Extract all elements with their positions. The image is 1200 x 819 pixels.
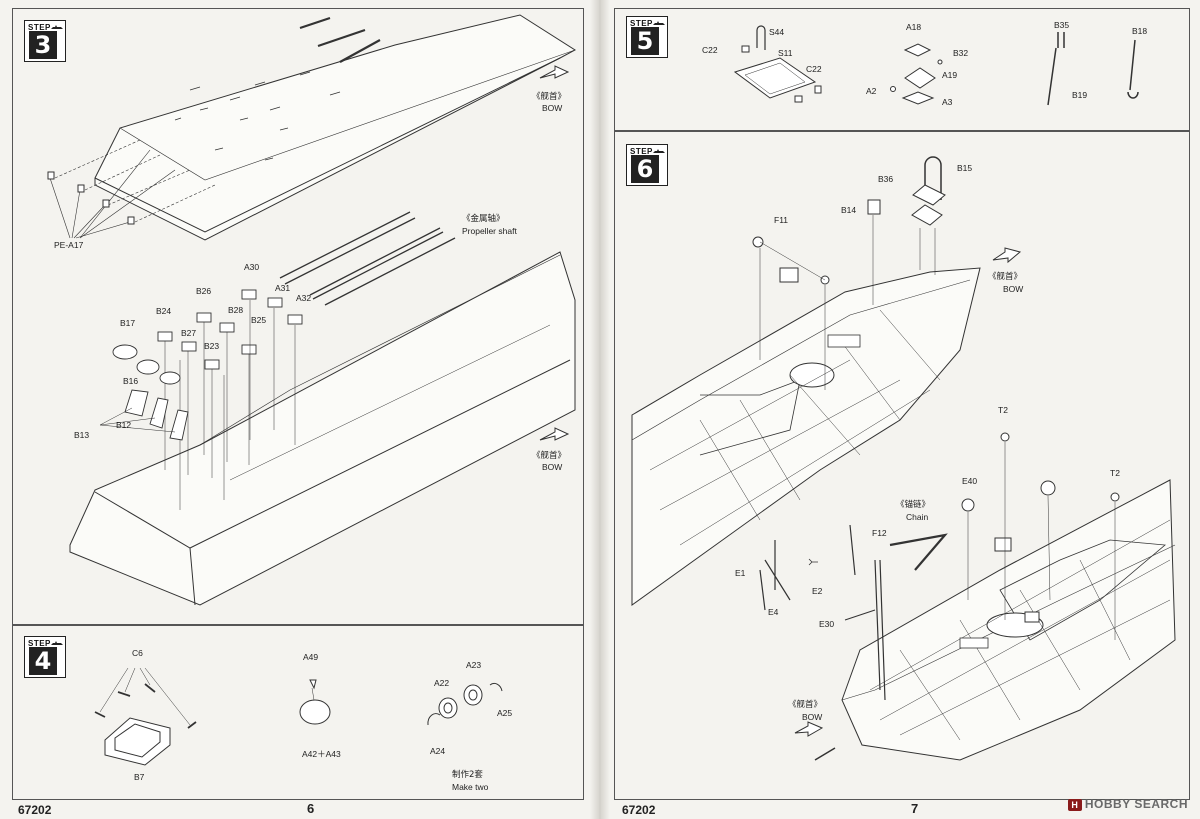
- bow-arrow-top: [539, 65, 570, 79]
- propeller-shaft-label: Propeller shaft: [462, 226, 517, 236]
- part-label-b18: B18: [1132, 26, 1148, 36]
- chain-label-cn: 《锚链》: [896, 500, 931, 510]
- part-label-a23: A23: [466, 660, 482, 670]
- part-label-b16: B16: [123, 376, 139, 386]
- ship-icon: [653, 149, 665, 153]
- ship-icon: [653, 21, 665, 25]
- part-label-a32: A32: [296, 293, 312, 303]
- part-label-s11: S11: [778, 48, 793, 58]
- part-label-a31: A31: [275, 283, 291, 293]
- part-label-a22: A22: [434, 678, 450, 688]
- bow-arrow-step6-top: [992, 247, 1022, 264]
- bow-label-cn: 《舰首》: [532, 92, 567, 102]
- watermark-text: HOBBY SEARCH: [1084, 797, 1188, 811]
- part-label-a25: A25: [497, 708, 513, 718]
- part-label-b32: B32: [953, 48, 969, 58]
- bow-label: BOW: [542, 103, 563, 113]
- part-label-b24: B24: [156, 306, 172, 316]
- step6-frame: [614, 130, 1190, 800]
- page-number: 6: [307, 801, 315, 816]
- part-label-c22: C22: [806, 64, 822, 74]
- deck-section-part: [94, 14, 576, 241]
- bow-label: BOW: [802, 712, 823, 722]
- part-label-b25: B25: [251, 315, 267, 325]
- part-label-b15: B15: [957, 163, 973, 173]
- part-label-f12: F12: [872, 528, 887, 538]
- bow-label-cn: 《舰首》: [788, 700, 823, 710]
- page-number: 7: [911, 801, 919, 816]
- make-two-label: Make two: [452, 782, 489, 792]
- step4-frame: [12, 624, 584, 800]
- step-number: 5: [631, 27, 659, 55]
- ship-icon: [51, 25, 63, 29]
- fitting-part-a42: [299, 699, 331, 725]
- part-label-a42-a43: A42＋A43: [302, 749, 341, 759]
- part-label-b7: B7: [134, 772, 145, 782]
- platform-part-s11: [733, 57, 817, 99]
- part-label-t2: T2: [1110, 468, 1120, 478]
- part-label-b19: B19: [1072, 90, 1088, 100]
- step-label: STEP: [28, 23, 51, 32]
- part-label-e30: E30: [819, 619, 835, 629]
- step-number: 3: [29, 31, 57, 59]
- step-label: STEP: [630, 19, 653, 28]
- step-number: 4: [29, 647, 57, 675]
- part-label-b28: B28: [228, 305, 244, 315]
- part-label-b23: B23: [204, 341, 220, 351]
- part-label-a19: A19: [942, 70, 958, 80]
- part-label-b26: B26: [196, 286, 212, 296]
- step5-badge: STEP 5: [626, 16, 668, 58]
- bow-arrow-step6-bottom: [794, 721, 824, 737]
- step5-frame: [614, 8, 1190, 132]
- step-label: STEP: [28, 639, 51, 648]
- make-two-label-cn: 制作2套: [452, 770, 483, 780]
- part-label-a3: A3: [942, 97, 953, 107]
- part-label-e40: E40: [962, 476, 978, 486]
- bow-label-cn: 《舰首》: [988, 272, 1023, 282]
- hull-part: [69, 251, 576, 606]
- book-gutter: [590, 0, 610, 819]
- part-label-b27: B27: [181, 328, 197, 338]
- hobby-search-logo-icon: H: [1067, 798, 1082, 811]
- part-label-e4: E4: [768, 607, 779, 617]
- part-label-b36: B36: [878, 174, 894, 184]
- block-part-a19: [904, 67, 936, 89]
- part-label-t2: T2: [998, 405, 1008, 415]
- part-label-a24: A24: [430, 746, 446, 756]
- step4-badge: STEP 4: [24, 636, 66, 678]
- step-label: STEP: [630, 147, 653, 156]
- catalog-number: 67202: [18, 803, 52, 817]
- step6-badge: STEP 6: [626, 144, 668, 186]
- part-label-a49: A49: [303, 652, 319, 662]
- part-label-b17: B17: [120, 318, 136, 328]
- part-label-a30: A30: [244, 262, 260, 272]
- part-label-pe-a17: PE-A17: [54, 240, 84, 250]
- part-label-b14: B14: [841, 205, 857, 215]
- part-label-b13: B13: [74, 430, 90, 440]
- part-label-e2: E2: [812, 586, 823, 596]
- bow-arrow-bottom: [539, 427, 570, 441]
- part-label-a2: A2: [866, 86, 877, 96]
- ship-icon: [51, 641, 63, 645]
- bow-label: BOW: [1003, 284, 1024, 294]
- part-label-a18: A18: [906, 22, 922, 32]
- part-label-c6: C6: [132, 648, 143, 658]
- step3-badge: STEP 3: [24, 20, 66, 62]
- part-label-b35: B35: [1054, 20, 1070, 30]
- part-label-e1: E1: [735, 568, 746, 578]
- chain-label: Chain: [906, 512, 929, 522]
- part-label-f11: F11: [774, 215, 789, 225]
- part-label-b12: B12: [116, 420, 132, 430]
- catalog-number: 67202: [622, 803, 656, 817]
- propeller-shaft-label-cn: 《金属轴》: [462, 214, 505, 224]
- bow-label-cn: 《舰首》: [532, 451, 567, 461]
- step-number: 6: [631, 155, 659, 183]
- bow-label: BOW: [542, 462, 563, 472]
- part-label-c22: C22: [702, 45, 718, 55]
- part-label-s44: S44: [769, 27, 785, 37]
- step3-frame: [12, 8, 584, 626]
